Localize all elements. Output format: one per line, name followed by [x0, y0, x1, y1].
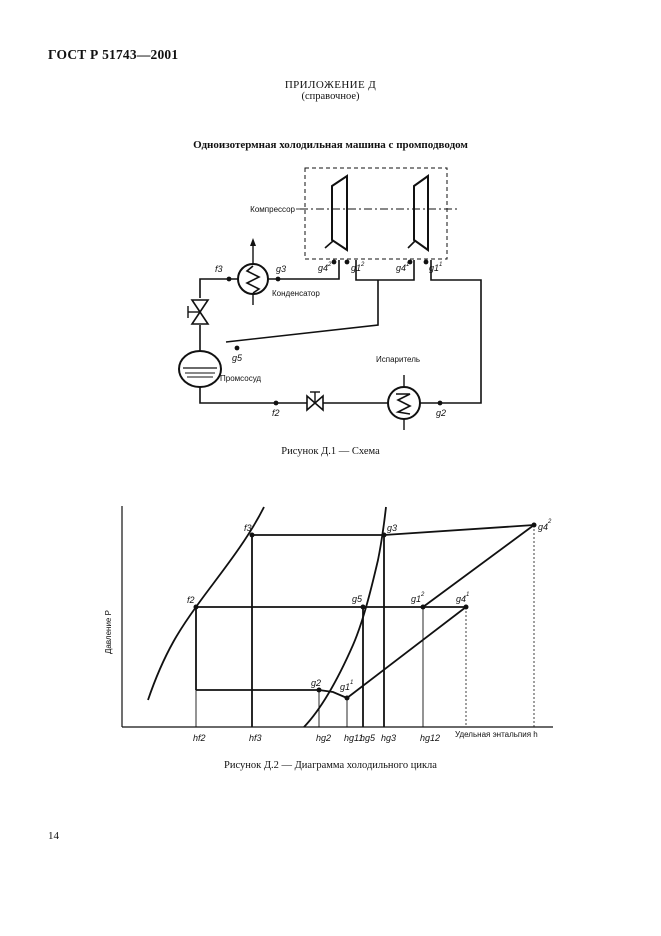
- stage-2-inlet: [407, 240, 416, 249]
- diagram-points: [193, 522, 537, 701]
- connection-points: [226, 259, 443, 406]
- diagram-label-g4-1: g41: [456, 592, 469, 604]
- diagram-label-g5: g5: [352, 594, 363, 604]
- scheme-point-g1-1: g11: [429, 262, 442, 273]
- scheme-title: Одноизотермная холодильная машина с пром…: [193, 139, 468, 151]
- expansion-valve-2: [306, 391, 324, 412]
- label-condenser: Конденсатор: [272, 289, 320, 298]
- cycle-lines: [195, 524, 535, 727]
- compressor-stage-1: [331, 174, 348, 252]
- compressor-stage-2: [413, 174, 429, 252]
- label-evaporator: Испаритель: [376, 355, 420, 364]
- page-number: 14: [48, 830, 59, 842]
- stage-1-inlet: [324, 240, 334, 249]
- label-intermediate-vessel: Промсосуд: [220, 374, 261, 383]
- figure-2-caption: Рисунок Д.2 — Диаграмма холодильного цик…: [224, 760, 437, 771]
- scheme-point-g4-1: g41: [396, 262, 409, 273]
- figure-1-caption: Рисунок Д.1 — Схема: [281, 446, 380, 457]
- tick-h-f3: hf3: [249, 733, 262, 743]
- annex-subtitle: (справочное): [301, 91, 360, 102]
- scheme-point-g2: g2: [436, 408, 446, 418]
- diagram-label-g4-2: g42: [538, 519, 552, 532]
- scheme-point-f2: f2: [272, 408, 280, 418]
- diagram-label-f3: f3: [244, 523, 252, 533]
- diagram-label-f2: f2: [187, 595, 195, 605]
- compressor-enclosure: [304, 167, 448, 260]
- condenser-symbol: [237, 238, 269, 305]
- saturated-liquid-curve: [147, 506, 265, 701]
- dashed-reference-lines: [465, 525, 535, 727]
- saturated-vapor-curve: [303, 506, 387, 728]
- intermediate-vessel-symbol: [178, 350, 222, 388]
- tick-h-g3: hg3: [381, 733, 396, 743]
- scheme-point-g3: g3: [276, 264, 286, 274]
- tick-h-g2: hg2: [316, 733, 331, 743]
- label-compressor: Компрессор: [250, 205, 295, 214]
- diagram-label-g2: g2: [311, 678, 321, 688]
- document-code: ГОСТ Р 51743—2001: [48, 47, 179, 62]
- x-axis-label: Удельная энтальпия h: [455, 730, 538, 739]
- scheme-point-g5: g5: [232, 353, 243, 363]
- y-axis-label: Давление Р: [104, 610, 113, 654]
- diagram-label-g1-2: g12: [411, 592, 425, 604]
- scheme-point-g4-2: g42: [318, 262, 332, 273]
- expansion-valve-1: [187, 299, 210, 325]
- piping: [199, 260, 482, 404]
- evaporator-symbol: [387, 375, 421, 430]
- reference-lines: [195, 607, 424, 727]
- tick-h-g1-2: hg12: [420, 733, 440, 743]
- scheme-point-f3: f3: [215, 264, 223, 274]
- tick-h-g5: hg5: [360, 733, 376, 743]
- diagram-label-g3: g3: [387, 523, 397, 533]
- tick-h-g1-1: hg11: [344, 733, 363, 743]
- scheme-point-g1-2: g12: [351, 262, 365, 273]
- tick-h-f2: hf2: [193, 733, 206, 743]
- annex-title: ПРИЛОЖЕНИЕ Д: [284, 79, 377, 91]
- diagram-label-g1-1: g11: [340, 680, 353, 692]
